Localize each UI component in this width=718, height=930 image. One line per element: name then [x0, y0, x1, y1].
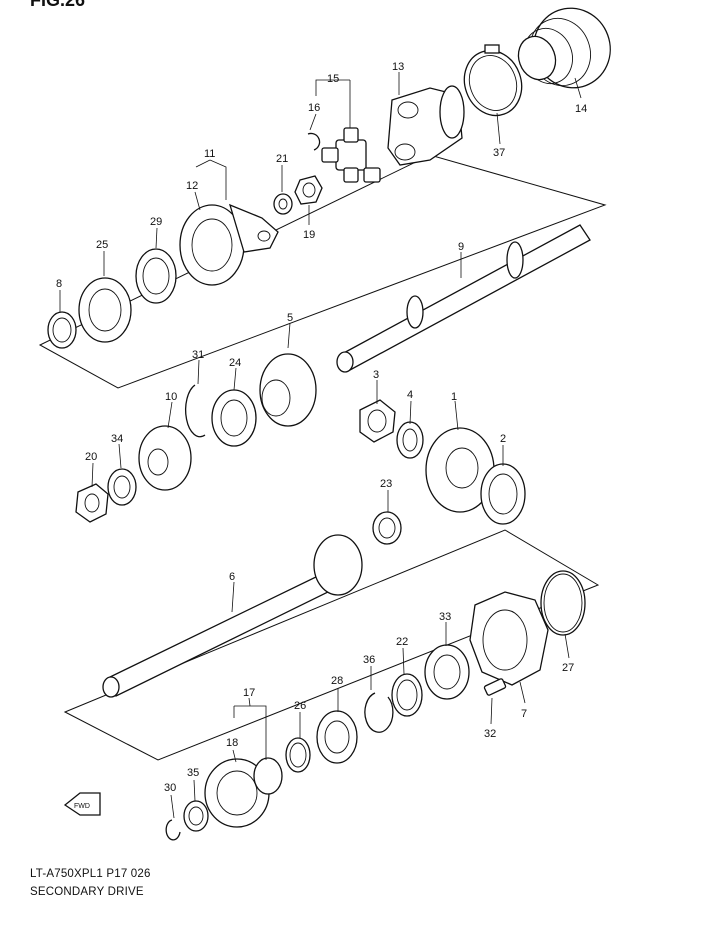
callout-30: 30 — [164, 782, 176, 794]
callout-25: 25 — [96, 239, 108, 251]
ring-26 — [285, 737, 311, 773]
leader-lines — [59, 72, 582, 819]
callout-21: 21 — [276, 153, 288, 165]
drive-flange — [179, 203, 279, 286]
washer-34 — [107, 468, 137, 506]
oil-seal — [135, 248, 177, 304]
callout-10: 10 — [165, 391, 177, 403]
callout-23: 23 — [380, 478, 392, 490]
assembly-plate-lower — [63, 529, 600, 761]
output-shaft — [102, 534, 363, 698]
nut-3 — [359, 399, 396, 443]
assembly-plate-upper — [38, 154, 607, 389]
figure-title: SECONDARY DRIVE — [30, 886, 144, 898]
boot-clamp — [463, 44, 523, 117]
shim-22 — [391, 673, 423, 717]
callout-13: 13 — [392, 61, 404, 73]
universal-joint-spider — [321, 127, 381, 183]
callout-20: 20 — [85, 451, 97, 463]
callout-12: 12 — [186, 180, 198, 192]
callout-15: 15 — [327, 73, 339, 85]
callout-1: 1 — [451, 391, 457, 403]
callout-4: 4 — [407, 389, 413, 401]
snap-ring-36 — [364, 692, 394, 733]
coupling — [204, 757, 283, 828]
washer-35 — [183, 800, 209, 832]
callout-6: 6 — [229, 571, 235, 583]
housing-bolt — [483, 678, 507, 696]
lock-nut-small — [294, 175, 323, 205]
figure-label: FIG.26 — [30, 0, 86, 10]
washer-small — [273, 193, 293, 215]
callout-16: 16 — [308, 102, 320, 114]
callout-8: 8 — [56, 278, 62, 290]
spacer-ring — [47, 311, 77, 349]
bearing-housing — [469, 591, 549, 686]
callout-32: 32 — [484, 728, 496, 740]
callout-3: 3 — [373, 369, 379, 381]
callout-34: 34 — [111, 433, 123, 445]
snap-ring-clip — [307, 132, 321, 151]
callout-7: 7 — [521, 708, 527, 720]
fwd-arrow-icon: FWD — [63, 792, 101, 816]
callout-11: 11 — [204, 148, 215, 160]
callout-31: 31 — [192, 349, 204, 361]
propeller-shaft — [336, 224, 591, 373]
pinion-gear — [138, 425, 192, 491]
callout-28: 28 — [331, 675, 343, 687]
callout-18: 18 — [226, 737, 238, 749]
callout-14: 14 — [575, 103, 587, 115]
callout-24: 24 — [229, 357, 241, 369]
callout-35: 35 — [187, 767, 199, 779]
callout-19: 19 — [303, 229, 315, 241]
ball-bearing-upper — [78, 277, 132, 343]
needle-bearing-23 — [372, 511, 402, 545]
callout-37: 37 — [493, 147, 505, 159]
callout-2: 2 — [500, 433, 506, 445]
callout-27: 27 — [562, 662, 574, 674]
circlip — [185, 384, 206, 438]
callout-26: 26 — [294, 700, 306, 712]
ball-bearing-33 — [424, 644, 470, 700]
boot — [517, 7, 611, 89]
svg-text:FWD: FWD — [74, 803, 90, 810]
oil-seal-28 — [316, 710, 358, 764]
callout-33: 33 — [439, 611, 451, 623]
callout-22: 22 — [396, 636, 408, 648]
shim-4 — [396, 421, 424, 459]
callouts: 1 2 3 4 5 6 7 8 9 10 11 12 13 14 15 16 1… — [56, 61, 587, 794]
universal-joint-yoke — [387, 85, 465, 166]
callout-29: 29 — [150, 216, 162, 228]
needle-bearing — [211, 389, 257, 447]
o-ring-27 — [540, 570, 586, 636]
nut-20 — [75, 483, 109, 523]
callout-17: 17 — [243, 687, 255, 699]
callout-36: 36 — [363, 654, 375, 666]
callout-9: 9 — [458, 241, 464, 253]
callout-5: 5 — [287, 312, 293, 324]
circlip-30 — [165, 819, 181, 841]
bevel-gear-driven — [259, 353, 317, 427]
thrust-washer-2 — [480, 463, 526, 525]
figure-code: LT-A750XPL1 P17 026 — [30, 868, 151, 880]
